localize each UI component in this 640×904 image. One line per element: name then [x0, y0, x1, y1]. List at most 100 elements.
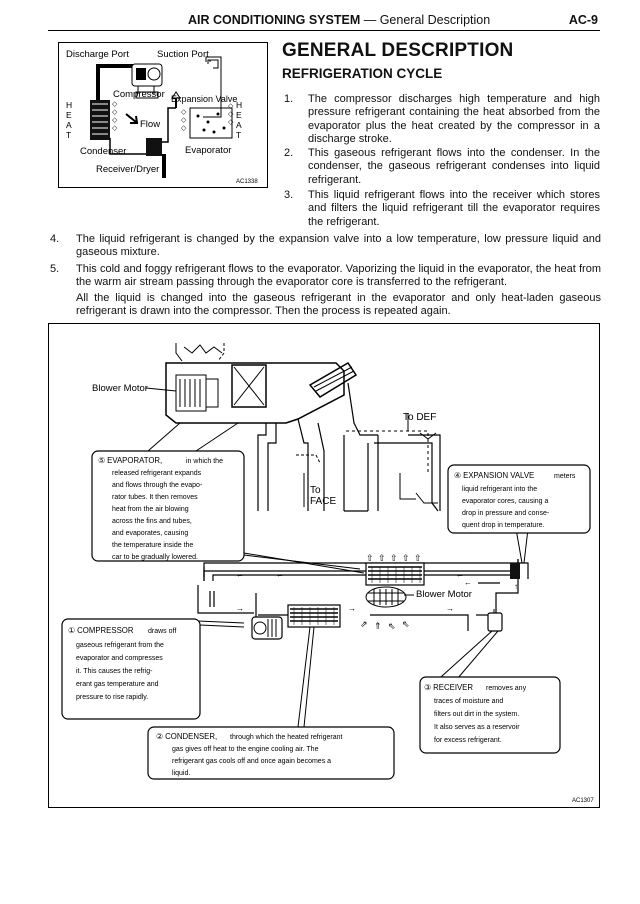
callout-expansion-line: liquid refrigerant into the: [462, 486, 537, 493]
label-receiver-dryer: Receiver/Dryer: [96, 164, 159, 175]
blower-motor-mid-icon: [365, 586, 407, 608]
svg-text:◇: ◇: [228, 111, 234, 118]
svg-text:◇: ◇: [112, 101, 118, 108]
callout-receiver: ③ RECEIVER removes any traces of moistur…: [419, 676, 561, 754]
blower-motor-top-label: Blower Motor: [92, 383, 148, 394]
step-number: 1.: [284, 93, 294, 105]
header-section-sub: General Description: [379, 13, 491, 27]
to-face-label-1: To: [310, 485, 321, 496]
air-ducts: [257, 382, 441, 512]
svg-text:A: A: [236, 120, 242, 130]
page-number: AC-9: [568, 13, 598, 27]
step-text: This gaseous refrigerant flows into the …: [308, 147, 600, 186]
airflow-up-arrows-icon: ⇧⇧⇧⇧⇧: [366, 553, 422, 563]
blower-motor-mid-label: Blower Motor: [416, 589, 472, 600]
callout-expansion-line: drop in pressure and conse-: [462, 510, 550, 517]
callout-evaporator-line: across the fins and tubes,: [112, 518, 192, 525]
callout-receiver-title: ③ RECEIVER: [424, 683, 473, 692]
callout-evaporator-line: in which the: [186, 458, 223, 465]
condenser-fins-icon: ◇◇◇◇: [112, 101, 118, 132]
header-section-title: AIR CONDITIONING SYSTEM: [188, 13, 361, 27]
svg-text:E: E: [66, 110, 72, 120]
svg-text:⇑: ⇑: [374, 621, 382, 631]
label-discharge-port: Discharge Port: [66, 49, 129, 60]
svg-text:H: H: [236, 100, 242, 110]
label-suction-port: Suction Port: [157, 49, 209, 60]
page-header: AIR CONDITIONING SYSTEM — General Descri…: [48, 10, 600, 31]
svg-text:→: →: [446, 604, 454, 613]
airflow-in-arrows-icon: ⇗⇑⇖⇖: [360, 619, 410, 631]
flow-direction-arrows-icon: ←←← →→→ ↑←: [236, 570, 518, 613]
receiver-tank-icon: [487, 609, 503, 632]
callout-expansion-title: ④ EXPANSION VALVE: [454, 471, 534, 480]
header-dash: —: [363, 13, 377, 27]
svg-text:←: ←: [236, 570, 244, 579]
figure2-code: AC1307: [572, 798, 594, 804]
svg-text:◇: ◇: [112, 117, 118, 124]
svg-text:◇: ◇: [112, 125, 118, 132]
refrigeration-cycle-svg: Discharge Port Suction Port Compressor ◇…: [58, 42, 268, 188]
callout-compressor-line: evaporator and compresses: [76, 655, 163, 662]
step-number: 5.: [50, 263, 60, 275]
svg-text:⇖: ⇖: [402, 619, 410, 629]
label-flow: Flow: [140, 119, 160, 130]
svg-text:⇧: ⇧: [378, 553, 386, 563]
step-text: The liquid refrigerant is changed by the…: [76, 233, 601, 259]
svg-text:⇧: ⇧: [402, 553, 410, 563]
svg-text:◇: ◇: [181, 117, 187, 124]
svg-text:◇: ◇: [181, 109, 187, 116]
callout-expansion-valve: ④ EXPANSION VALVE meters liquid refriger…: [447, 464, 591, 534]
figure1-code: AC1338: [236, 179, 258, 185]
label-compressor: Compressor: [113, 89, 165, 100]
step-number: 3.: [284, 189, 294, 201]
callout-receiver-line: It also serves as a reservoir: [434, 724, 520, 731]
callout-condenser-line: refrigerant gas cools off and once again…: [172, 758, 331, 765]
evaporator-icon: [189, 107, 233, 139]
step-number: 2.: [284, 147, 294, 159]
callout-condenser-title: ② CONDENSER,: [156, 732, 217, 741]
callout-leaders: [147, 422, 529, 728]
expansion-valve-icon: [171, 91, 181, 108]
svg-text:◇: ◇: [181, 125, 187, 132]
svg-text:◇: ◇: [228, 103, 234, 110]
label-expansion-valve: Expansion Valve: [171, 94, 237, 104]
svg-text:H: H: [66, 100, 72, 110]
svg-text:⇗: ⇗: [360, 619, 368, 629]
callout-evaporator-line: car to be gradually lowered.: [112, 554, 198, 561]
callout-evaporator-line: the temperature inside the: [112, 542, 193, 549]
svg-text:T: T: [66, 130, 71, 140]
receiver-dryer-icon: [146, 138, 166, 178]
air-intake-flaps-icon: [175, 343, 225, 362]
main-heading: GENERAL DESCRIPTION: [282, 40, 514, 61]
to-face-label-2: FACE: [310, 496, 336, 507]
callout-receiver-line: for excess refrigerant.: [434, 737, 502, 744]
evaporator-core-icon: [231, 364, 267, 408]
callout-condenser-line: through which the heated refrigerant: [230, 734, 343, 741]
callout-expansion-line: evaporator cores, causing a: [462, 498, 548, 505]
step-text: This cold and foggy refrigerant flows to…: [76, 263, 601, 289]
condenser-coil-icon: [287, 604, 341, 628]
flow-arrow-icon: [125, 113, 137, 123]
callout-evaporator: ⑤ EVAPORATOR, in which the released refr…: [91, 450, 245, 562]
compressor-icon: [131, 63, 163, 99]
callout-expansion-line: meters: [554, 473, 576, 480]
callout-condenser: ② CONDENSER, through which the heated re…: [147, 726, 395, 780]
blower-fan-icon: [175, 374, 219, 412]
callout-evaporator-title: ⑤ EVAPORATOR,: [98, 456, 162, 465]
callout-evaporator-line: rator tubes. It then removes: [112, 494, 198, 501]
condenser-icon: [90, 100, 110, 140]
evaporator-fins-icon: ◇◇◇ ◇◇◇: [181, 103, 234, 132]
step-number: 4.: [50, 233, 60, 245]
svg-text:◇: ◇: [112, 109, 118, 116]
svg-text:←: ←: [464, 578, 472, 587]
step-text: The compressor discharges high temperatu…: [308, 93, 600, 145]
callout-receiver-line: removes any: [486, 685, 527, 692]
svg-text:⇧: ⇧: [414, 553, 422, 563]
callout-evaporator-line: released refrigerant expands: [112, 470, 202, 477]
label-condenser: Condenser: [80, 146, 126, 157]
callout-evaporator-line: and evaporates, causing: [112, 530, 188, 537]
callout-condenser-line: gas gives off heat to the engine cooling…: [172, 746, 319, 753]
heater-core-icon: [308, 361, 358, 398]
refrigeration-cycle-figure: Discharge Port Suction Port Compressor ◇…: [58, 42, 268, 188]
